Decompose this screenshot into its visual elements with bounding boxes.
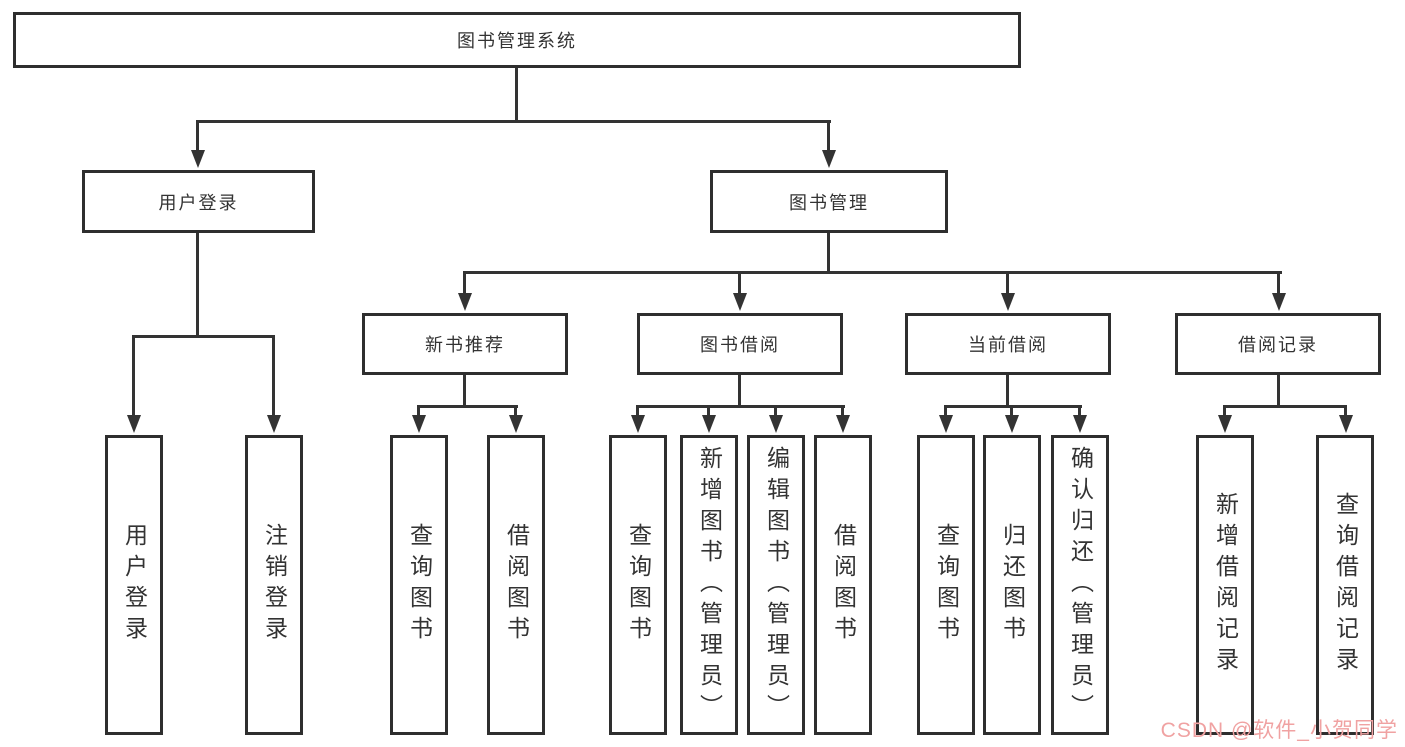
arrowhead-down (631, 415, 645, 433)
node-label: 查询图书 (406, 523, 433, 647)
connector-line (1010, 405, 1013, 415)
arrowhead-down (836, 415, 850, 433)
node-label: 用户登录 (158, 192, 239, 213)
arrowhead-down (1005, 415, 1019, 433)
leaf-logout: 注销登录 (245, 435, 303, 735)
connector-line (514, 405, 517, 415)
node-label: 新增借阅记录 (1212, 492, 1239, 678)
node-label: 图书管理系统 (457, 31, 577, 51)
node-label: 当前借阅 (968, 335, 1048, 355)
leaf-add-books-admin: 新增图书（管理员） (680, 435, 738, 735)
node-label: 新增图书（管理员） (696, 445, 723, 725)
arrowhead-down (1001, 293, 1015, 311)
connector-line (944, 405, 1082, 408)
arrowhead-down (822, 150, 836, 168)
node-label: 新书推荐 (425, 335, 505, 355)
connector-line (827, 233, 830, 273)
node-label: 查询图书 (933, 523, 960, 647)
connector-line (738, 375, 741, 407)
connector-line (417, 405, 420, 415)
node-label: 注销登录 (261, 523, 288, 647)
connector-line (196, 233, 199, 337)
leaf-borrow-query-books: 查询图书 (609, 435, 667, 735)
csdn-watermark: CSDN @软件_小贺同学 (1160, 719, 1398, 742)
connector-line (1006, 271, 1009, 293)
arrowhead-down (191, 150, 205, 168)
connector-line (132, 335, 135, 415)
leaf-edit-books-admin: 编辑图书（管理员） (747, 435, 805, 735)
connector-line (707, 405, 710, 415)
leaf-add-borrow-record: 新增借阅记录 (1196, 435, 1254, 735)
node-label: 查询借阅记录 (1332, 492, 1359, 678)
connector-line (1223, 405, 1226, 415)
leaf-confirm-return-admin: 确认归还（管理员） (1051, 435, 1109, 735)
connector-line (1277, 375, 1280, 407)
connector-line (463, 375, 466, 407)
node-borrowing-records: 借阅记录 (1175, 313, 1381, 375)
leaf-return-books: 归还图书 (983, 435, 1041, 735)
arrowhead-down (412, 415, 426, 433)
connector-line (1078, 405, 1081, 415)
connector-line (774, 405, 777, 415)
connector-line (1006, 375, 1009, 407)
connector-line (463, 271, 466, 293)
connector-line (944, 405, 947, 415)
arrowhead-down (509, 415, 523, 433)
arrowhead-down (458, 293, 472, 311)
node-label: 借阅图书 (830, 523, 857, 647)
arrowhead-down (127, 415, 141, 433)
connector-line (1223, 405, 1347, 408)
node-book-management-branch: 图书管理 (710, 170, 948, 233)
arrowhead-down (769, 415, 783, 433)
arrowhead-down (1272, 293, 1286, 311)
arrowhead-down (1073, 415, 1087, 433)
node-label: 图书借阅 (700, 335, 780, 355)
connector-line (738, 271, 741, 293)
connector-line (463, 271, 1282, 274)
leaf-rec-query-books: 查询图书 (390, 435, 448, 735)
node-label: 用户登录 (121, 523, 148, 647)
connector-line (841, 405, 844, 415)
connector-line (417, 405, 518, 408)
node-label: 确认归还（管理员） (1067, 445, 1094, 725)
leaf-user-login: 用户登录 (105, 435, 163, 735)
connector-line (827, 120, 830, 152)
connector-line (1277, 271, 1280, 293)
leaf-borrow-borrow-books: 借阅图书 (814, 435, 872, 735)
connector-line (636, 405, 845, 408)
arrowhead-down (267, 415, 281, 433)
arrowhead-down (1218, 415, 1232, 433)
node-label: 归还图书 (999, 523, 1026, 647)
node-library-management-system: 图书管理系统 (13, 12, 1021, 68)
node-label: 查询图书 (625, 523, 652, 647)
arrowhead-down (733, 293, 747, 311)
node-user-login-branch: 用户登录 (82, 170, 315, 233)
arrowhead-down (702, 415, 716, 433)
connector-line (132, 335, 275, 338)
node-current-borrowing: 当前借阅 (905, 313, 1111, 375)
connector-line (636, 405, 639, 415)
leaf-query-borrow-record: 查询借阅记录 (1316, 435, 1374, 735)
node-label: 借阅记录 (1238, 335, 1318, 355)
arrowhead-down (1339, 415, 1353, 433)
leaf-current-query-books: 查询图书 (917, 435, 975, 735)
arrowhead-down (939, 415, 953, 433)
node-book-borrowing: 图书借阅 (637, 313, 843, 375)
connector-line (196, 120, 199, 152)
node-label: 编辑图书（管理员） (763, 445, 790, 725)
connector-line (196, 120, 831, 123)
connector-line (1344, 405, 1347, 415)
connector-line (272, 335, 275, 415)
node-new-book-recommendation: 新书推荐 (362, 313, 568, 375)
node-label: 图书管理 (789, 192, 869, 213)
leaf-rec-borrow-books: 借阅图书 (487, 435, 545, 735)
connector-line (515, 68, 518, 120)
node-label: 借阅图书 (503, 523, 530, 647)
